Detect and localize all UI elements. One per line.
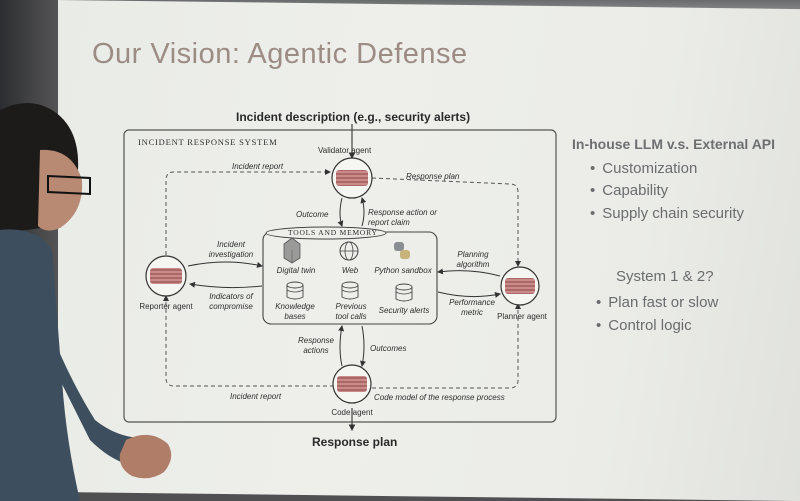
edge-label-indicators: Indicators of compromise bbox=[209, 292, 253, 311]
edge-label-performance-metric: Performance metric bbox=[449, 298, 495, 317]
list-item: •Supply chain security bbox=[590, 205, 745, 222]
sidebar-heading-1: In-house LLM v.s. External API bbox=[572, 136, 776, 152]
slide-title: Our Vision: Agentic Defense bbox=[92, 38, 468, 70]
system-box bbox=[123, 129, 557, 423]
tool-web: Web bbox=[341, 266, 359, 275]
python-icon bbox=[394, 242, 410, 259]
code-agent-node bbox=[332, 364, 372, 404]
tools-label-pill bbox=[265, 226, 387, 240]
edge-label-response-plan-top: Response plan bbox=[406, 172, 460, 181]
tool-security-alerts: Security alerts bbox=[378, 306, 430, 315]
web-icon bbox=[339, 241, 359, 261]
sidebar-heading-2: System 1 & 2? bbox=[616, 268, 714, 285]
edge-incident-report-top bbox=[165, 169, 331, 262]
list-item: •Capability bbox=[590, 182, 669, 199]
tools-label: TOOLS AND MEMORY bbox=[288, 228, 378, 237]
edge-response-plan-top bbox=[371, 177, 521, 267]
list-item: •Control logic bbox=[596, 317, 692, 334]
security-alerts-icon bbox=[395, 283, 413, 302]
system-label: INCIDENT RESPONSE SYSTEM bbox=[138, 137, 278, 147]
edge-label-planning-algorithm: Planning algorithm bbox=[456, 250, 490, 269]
edge-code-model bbox=[372, 303, 521, 389]
tool-digital-twin: Digital twin bbox=[276, 266, 316, 275]
list-item: •Customization bbox=[590, 160, 698, 177]
digital-twin-icon bbox=[283, 237, 301, 264]
knowledge-bases-icon bbox=[286, 281, 304, 300]
edge-label-response-actions: Response actions bbox=[297, 336, 335, 355]
tool-python-sandbox: Python sandbox bbox=[374, 266, 432, 275]
output-label: Response plan bbox=[312, 435, 398, 449]
validator-agent-node bbox=[331, 157, 373, 199]
tool-knowledge-bases: Knowledge bases bbox=[275, 302, 315, 321]
presenter-person bbox=[0, 102, 172, 501]
code-agent-label: Code agent bbox=[331, 408, 373, 417]
input-label: Incident description (e.g., security ale… bbox=[236, 110, 471, 124]
edge-label-incident-investigation: Incident investigation bbox=[208, 240, 254, 259]
validator-agent-label: Validator agent bbox=[318, 146, 372, 155]
previous-tool-calls-icon bbox=[341, 281, 359, 300]
edge-label-code-model: Code model of the response process bbox=[374, 393, 505, 402]
edge-label-response-action: Response action or report claim bbox=[368, 208, 437, 227]
tool-previous-tool-calls: Previous tool calls bbox=[335, 302, 367, 321]
planner-agent-node bbox=[500, 266, 540, 306]
planner-agent-label: Planner agent bbox=[497, 312, 547, 321]
list-item: •Plan fast or slow bbox=[596, 294, 719, 311]
edge-label-outcomes: Outcomes bbox=[370, 344, 407, 353]
edge-label-incident-report-bottom: Incident report bbox=[230, 392, 282, 401]
reporter-agent-node bbox=[145, 255, 187, 297]
edge-label-incident-report-top: Incident report bbox=[232, 162, 284, 171]
edge-label-outcome: Outcome bbox=[296, 210, 329, 219]
reporter-agent-label: Reporter agent bbox=[139, 302, 193, 311]
